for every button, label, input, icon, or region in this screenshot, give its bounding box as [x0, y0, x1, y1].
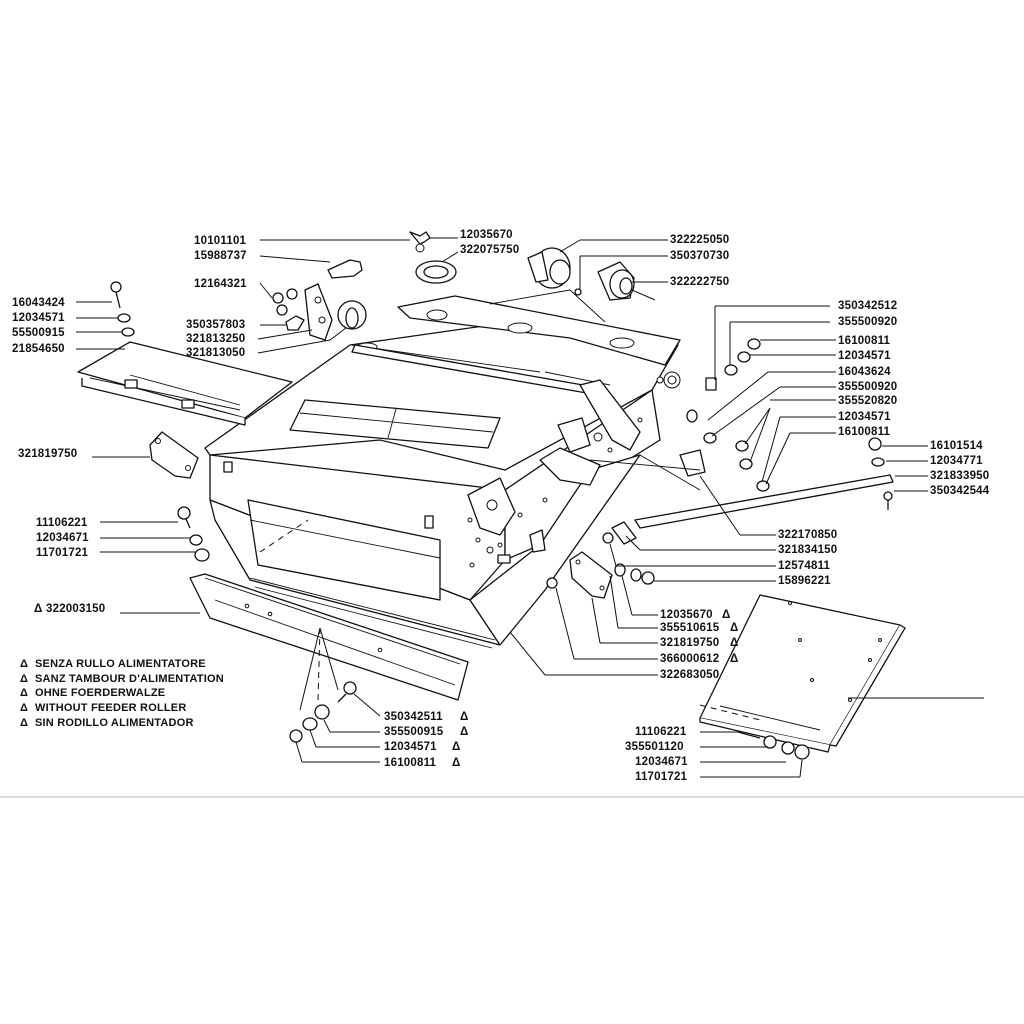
label-12164321: 12164321 — [194, 278, 247, 290]
legend-triangle-1: Δ — [20, 658, 28, 670]
label-12034571-r1: 12034571 — [838, 350, 891, 362]
legend-triangle-4: Δ — [20, 702, 28, 714]
legend-item-it: SENZA RULLO ALIMENTATORE — [35, 658, 206, 670]
main-housing — [204, 295, 706, 649]
top-small-parts — [272, 231, 635, 341]
label-16043424: 16043424 — [12, 297, 65, 309]
label-11106221-right: 11106221 — [635, 726, 687, 738]
label-12035670-mid: 12035670 — [660, 609, 713, 621]
label-11701721-left: 11701721 — [36, 547, 89, 559]
label-12034771: 12034771 — [930, 455, 983, 467]
front-panel-322003150 — [189, 573, 469, 701]
label-355501120: 355501120 — [625, 741, 684, 753]
label-21854650: 21854650 — [12, 343, 65, 355]
label-355500920-b: 355500920 — [838, 381, 897, 393]
label-366000612: 366000612 — [660, 653, 719, 665]
triangle-355510615: Δ — [730, 622, 738, 634]
label-10101101: 10101101 — [194, 235, 247, 247]
label-16100811-b: 16100811 — [838, 426, 891, 438]
label-322003150: 322003150 — [46, 603, 105, 615]
legend-triangle-2: Δ — [20, 673, 28, 685]
label-322222750: 322222750 — [670, 276, 729, 288]
label-11106221-left: 11106221 — [36, 517, 88, 529]
label-321833950: 321833950 — [930, 470, 989, 482]
label-321834150: 321834150 — [778, 544, 837, 556]
legend-item-de: OHNE FOERDERWALZE — [35, 687, 165, 699]
legend-triangle-3: Δ — [20, 687, 28, 699]
legend-item-es: SIN RODILLO ALIMENTADOR — [35, 717, 194, 729]
label-322683050: 322683050 — [660, 669, 719, 681]
triangle-350342511: Δ — [460, 711, 468, 723]
part-labels: 10101101 15988737 12035670 322075750 322… — [12, 229, 990, 783]
label-350370730: 350370730 — [670, 250, 729, 262]
triangle-355500915: Δ — [460, 726, 468, 738]
label-55500915: 55500915 — [12, 327, 65, 339]
label-15988737: 15988737 — [194, 250, 247, 262]
label-321813250: 321813250 — [186, 333, 245, 345]
label-355510615: 355510615 — [660, 622, 720, 634]
label-12034571-r2: 12034571 — [838, 411, 891, 423]
label-350342544: 350342544 — [930, 485, 990, 497]
legend: Δ SENZA RULLO ALIMENTATORE Δ SANZ TAMBOU… — [20, 658, 224, 729]
label-322225050: 322225050 — [670, 234, 729, 246]
label-12035670-top: 12035670 — [460, 229, 513, 241]
label-350357803: 350357803 — [186, 319, 245, 331]
label-16101514: 16101514 — [930, 440, 983, 452]
label-355500920-a: 355500920 — [838, 316, 897, 328]
label-321819750-left: 321819750 — [18, 448, 77, 460]
right-bottom-panel — [699, 594, 906, 753]
left-cover-plate — [77, 341, 293, 426]
label-16100811-a: 16100811 — [838, 335, 891, 347]
triangle-366000612: Δ — [730, 653, 738, 665]
label-322170850: 322170850 — [778, 529, 837, 541]
label-12574811: 12574811 — [778, 560, 831, 572]
label-16100811-c: 16100811 — [384, 757, 437, 769]
label-12034671-right: 12034671 — [635, 756, 688, 768]
triangle-12035670: Δ — [722, 609, 730, 621]
triangle-12034571: Δ — [452, 741, 460, 753]
left-screw-stack — [110, 281, 210, 562]
triangle-16100811: Δ — [452, 757, 460, 769]
left-cover-small-plate — [149, 431, 199, 479]
label-15896221: 15896221 — [778, 575, 831, 587]
label-12034571-left: 12034571 — [12, 312, 65, 324]
label-350342511: 350342511 — [384, 711, 443, 723]
legend-item-en: WITHOUT FEEDER ROLLER — [35, 702, 186, 714]
label-11701721-right: 11701721 — [635, 771, 688, 783]
leader-lines — [76, 237, 984, 778]
legend-triangle-5: Δ — [20, 717, 28, 729]
triangle-322003150: Δ — [34, 603, 42, 615]
label-12034571-bottom: 12034571 — [384, 741, 437, 753]
legend-item-fr: SANZ TAMBOUR D'ALIMENTATION — [35, 673, 224, 685]
label-12034671-left: 12034671 — [36, 532, 89, 544]
right-screw-stacks — [546, 338, 894, 599]
label-355500915: 355500915 — [384, 726, 444, 738]
label-322075750: 322075750 — [460, 244, 519, 256]
label-321819750-mid: 321819750 — [660, 637, 719, 649]
label-355520820: 355520820 — [838, 395, 897, 407]
triangle-321819750: Δ — [730, 637, 738, 649]
label-16043624: 16043624 — [838, 366, 891, 378]
label-321813050: 321813050 — [186, 347, 245, 359]
label-350342512: 350342512 — [838, 300, 897, 312]
